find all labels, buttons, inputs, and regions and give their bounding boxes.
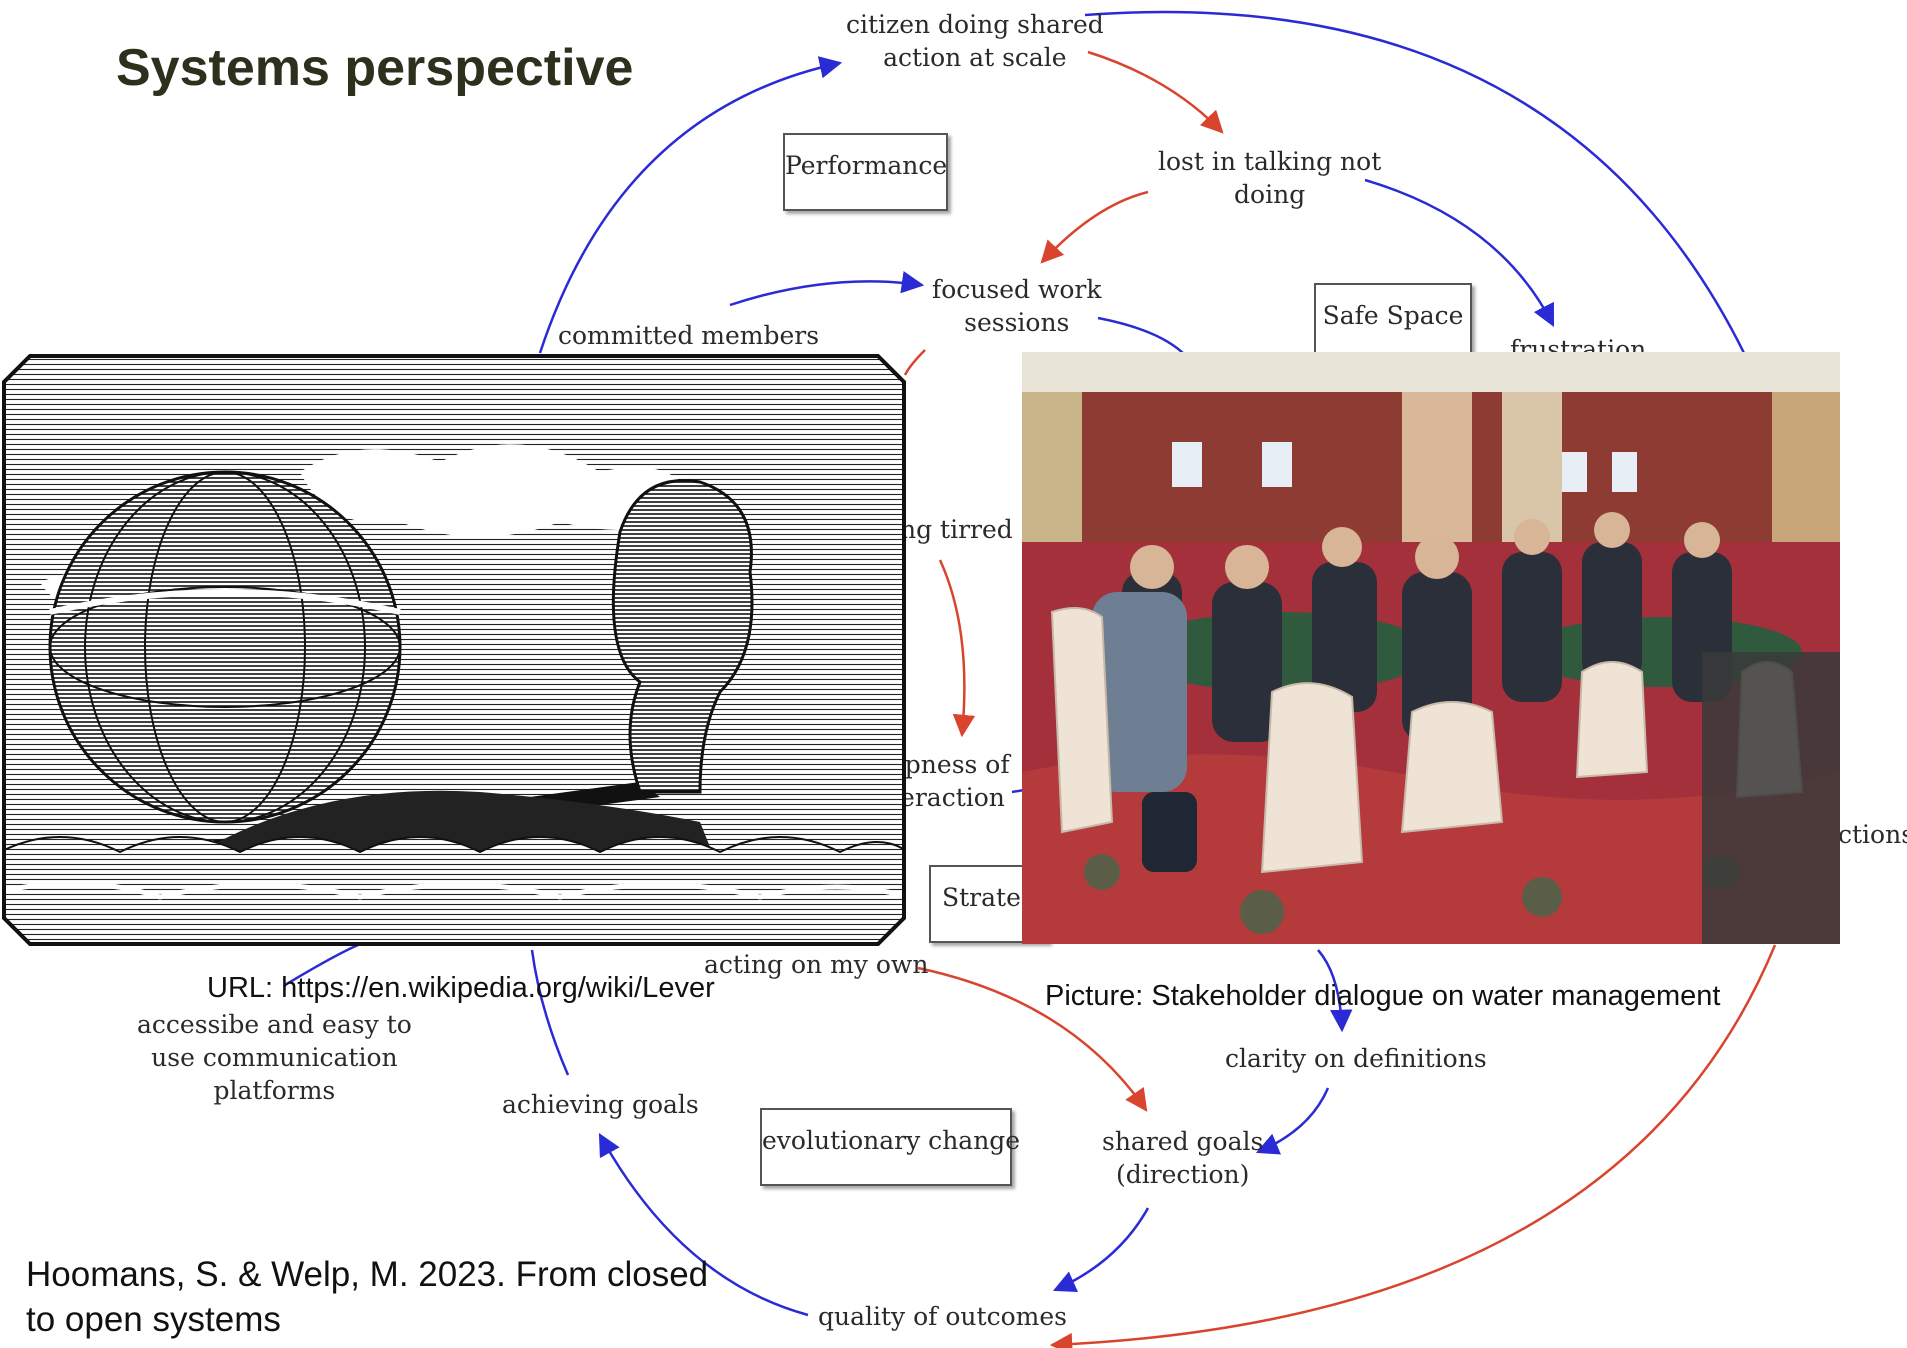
node-shared-goals: shared goals (direction) [1102,1127,1264,1189]
arrow-tired-to-deepness [938,559,976,738]
node-lost-in-talking: lost in talking not doing [1158,147,1382,209]
arrow-communication-up [284,943,359,987]
page-title: Systems perspective [116,39,634,97]
node-clarity-on-definitions: clarity on definitions [1225,1044,1487,1073]
node-citizen-action: citizen doing shared action at scale [846,10,1104,72]
box-evolutionary-change: evolutionary change [760,1108,1020,1186]
arrow-lost-to-focused [1040,190,1149,264]
arrow-citizen-outer [1084,10,1747,356]
arrow-photo-to-clarity [1317,949,1353,1033]
arrow-outer-to-quality [1049,944,1777,1348]
node-quality-of-outcomes: quality of outcomes [818,1302,1067,1331]
arrow-clarity-to-shared [1255,1087,1330,1155]
arrow-committed-to-focused [729,271,925,307]
arrow-committed-to-citizen [538,56,843,354]
lever-engraving-image [2,354,906,946]
node-connections: ctions [1838,820,1907,849]
meeting-photo-image [1022,352,1840,944]
arrow-lost-to-frustration [1364,178,1555,328]
arrow-shared-to-quality [1052,1207,1150,1293]
arrow-quality-to-achieving [598,1133,809,1317]
lever-caption: URL: https://en.wikipedia.org/wiki/Lever [207,972,715,1004]
box-safe-space: Safe Space [1314,283,1472,361]
arrow-focused-down [903,349,926,376]
citation: Hoomans, S. & Welp, M. 2023. From closed… [26,1255,709,1339]
photo-caption: Picture: Stakeholder dialogue on water m… [1045,980,1721,1012]
arrow-acting-to-shared [917,966,1148,1112]
node-acting-on-my-own: acting on my own [704,950,929,979]
box-performance: Performance [783,133,948,211]
node-achieving-goals: achieving goals [502,1090,699,1119]
node-committed-members: committed members [558,321,820,350]
arrow-achieving-up [530,949,570,1076]
node-communication-platforms: accessibe and easy to use communication … [137,1010,412,1105]
arrow-focused-right [1097,316,1186,356]
node-deepness-of-interaction: epness of teraction [890,750,1010,812]
node-focused-sessions: focused work sessions [932,275,1102,337]
arrow-citizen-to-lost [1087,50,1224,134]
node-getting-tired: ng tirred [900,515,1013,544]
